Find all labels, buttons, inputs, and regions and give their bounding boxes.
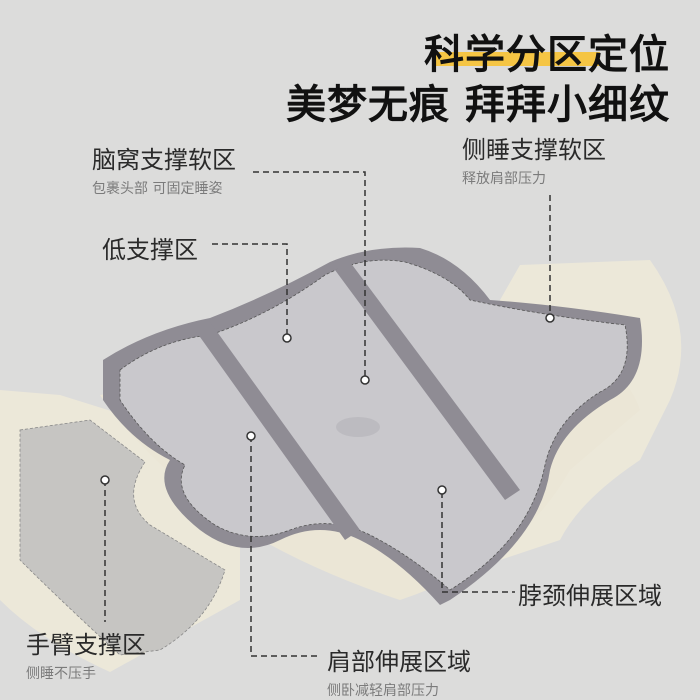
headline-line-2: 美梦无痕 拜拜小细纹 (286, 82, 670, 128)
annotation-title: 脖颈伸展区域 (518, 582, 662, 610)
annotation-subtitle: 侧卧减轻肩部压力 (327, 683, 439, 699)
annotation-low-support: 低支撑区 (102, 230, 198, 265)
annotation-title: 低支撑区 (102, 236, 198, 264)
headline-line-1: 科学分区定位 (424, 32, 670, 78)
annotation-title: 手臂支撑区 (26, 631, 146, 659)
annotation-shoulder-stretch: 肩部伸展区域 侧卧减轻肩部压力 (327, 642, 471, 700)
annotation-neck-stretch: 脖颈伸展区域 (518, 576, 662, 611)
annotation-title: 肩部伸展区域 (327, 648, 471, 676)
annotation-arm-support: 手臂支撑区 侧睡不压手 (26, 625, 146, 683)
annotation-subtitle: 侧睡不压手 (26, 666, 96, 682)
annotation-head-zone: 脑窝支撑软区 包裹头部 可固定睡姿 (92, 140, 236, 198)
headline-highlight (432, 52, 600, 66)
annotation-subtitle: 包裹头部 可固定睡姿 (92, 181, 223, 197)
annotation-title: 侧睡支撑软区 (462, 136, 606, 164)
annotation-title: 脑窝支撑软区 (92, 146, 236, 174)
annotation-side-sleep: 侧睡支撑软区 释放肩部压力 (462, 130, 606, 188)
annotation-subtitle: 释放肩部压力 (462, 171, 546, 187)
